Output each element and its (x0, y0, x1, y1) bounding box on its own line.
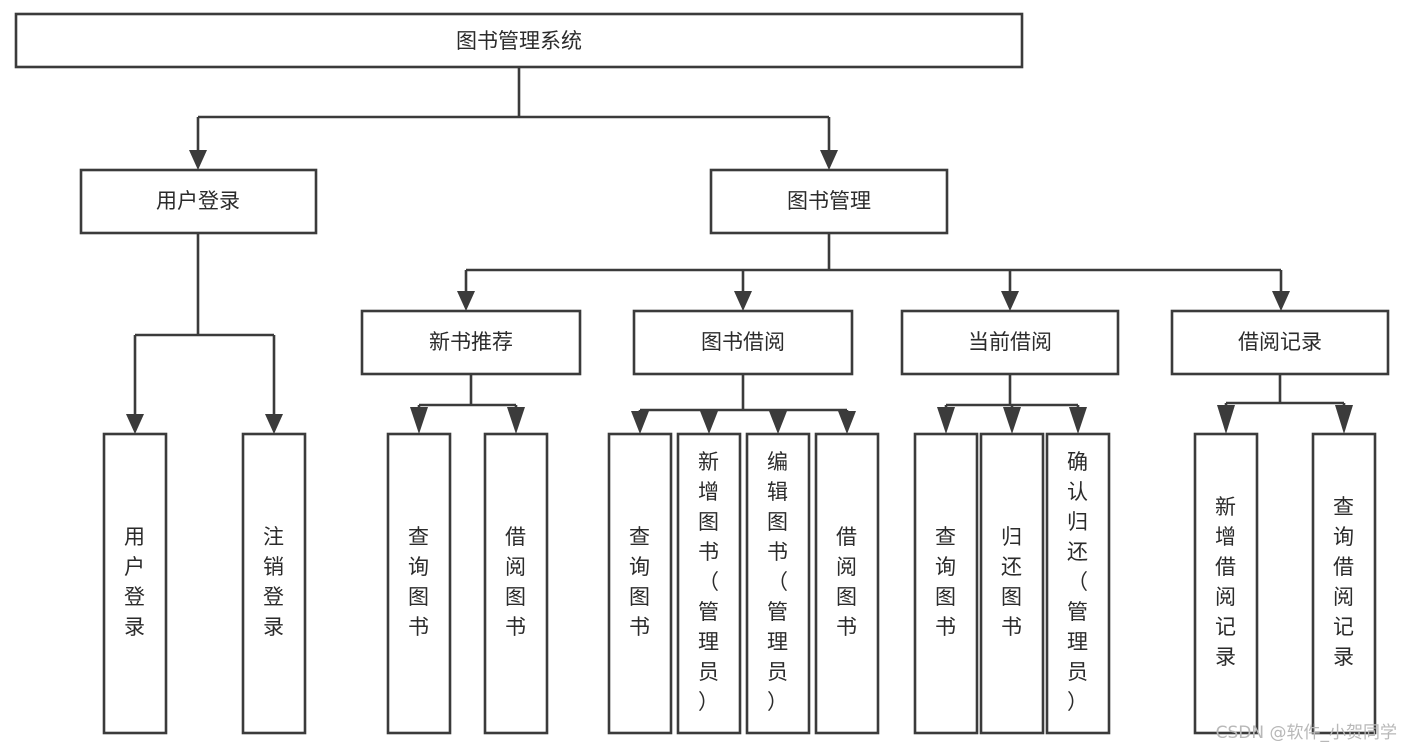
node-label: 当前借阅 (968, 330, 1052, 354)
csdn-watermark: CSDN @软件_小贺同学 (1215, 723, 1397, 743)
node-box[interactable] (241, 432, 307, 735)
arrow-head-icon (937, 407, 955, 434)
connector-group-bookmgmt-to-level3 (457, 233, 1290, 311)
node-box[interactable] (745, 432, 811, 735)
node-box[interactable] (709, 168, 949, 235)
leaf-query-book-recommend[interactable]: 查询图书 (386, 432, 452, 735)
node-label: 用户登录 (156, 189, 240, 213)
node-book-borrow[interactable]: 图书借阅 (632, 309, 854, 376)
node-box[interactable] (900, 309, 1120, 376)
node-label: 图书管理系统 (456, 29, 582, 53)
leaf-query-book-current[interactable]: 查询图书 (913, 432, 979, 735)
leaf-label: 查询图书 (629, 525, 651, 639)
arrow-head-icon (1003, 407, 1021, 434)
node-label: 新书推荐 (429, 330, 513, 354)
leaf-user-login[interactable]: 用户登录 (102, 432, 168, 735)
leaf-query-borrow-record[interactable]: 查询借阅记录 (1311, 432, 1377, 735)
arrow-head-icon (189, 150, 207, 170)
arrow-head-icon (1272, 291, 1290, 311)
arrow-head-icon (700, 411, 718, 434)
node-box[interactable] (1170, 309, 1390, 376)
node-label: 图书管理 (787, 189, 871, 213)
leaf-borrow-book[interactable]: 借阅图书 (814, 432, 880, 735)
node-box[interactable] (632, 309, 854, 376)
leaf-query-book-borrow[interactable]: 查询图书 (607, 432, 673, 735)
leaf-label: 查询借阅记录 (1333, 495, 1355, 669)
arrow-head-icon (1069, 407, 1087, 434)
connector-group-currentborrow-to-leaves (937, 374, 1087, 434)
arrow-head-icon (1001, 291, 1019, 311)
leaf-label: 用户登录 (124, 525, 146, 639)
node-book-management[interactable]: 图书管理 (709, 168, 949, 235)
leaf-add-borrow-record[interactable]: 新增借阅记录 (1193, 432, 1259, 735)
arrow-head-icon (507, 407, 525, 434)
connector-group-borrowrecords-to-leaves (1217, 374, 1353, 434)
leaf-label: 借阅图书 (836, 525, 858, 639)
arrow-head-icon (1217, 405, 1235, 434)
arrow-head-icon (1335, 405, 1353, 434)
leaf-label: 编辑图书（管理员） (767, 450, 789, 714)
node-box[interactable] (14, 12, 1024, 69)
leaf-label: 借阅图书 (505, 525, 527, 639)
arrow-head-icon (265, 414, 283, 434)
node-box[interactable] (102, 432, 168, 735)
node-box[interactable] (1311, 432, 1377, 735)
arrow-head-icon (734, 291, 752, 311)
leaf-label: 查询图书 (935, 525, 957, 639)
node-box[interactable] (814, 432, 880, 735)
leaf-add-book-admin[interactable]: 新增图书（管理员） (676, 432, 742, 735)
node-borrow-records[interactable]: 借阅记录 (1170, 309, 1390, 376)
node-box[interactable] (913, 432, 979, 735)
arrow-head-icon (410, 407, 428, 434)
node-user-login[interactable]: 用户登录 (79, 168, 318, 235)
node-box[interactable] (1045, 432, 1111, 735)
leaf-label: 确认归还（管理员） (1067, 450, 1089, 714)
leaf-borrow-book-recommend[interactable]: 借阅图书 (483, 432, 549, 735)
node-box[interactable] (607, 432, 673, 735)
leaf-label: 归还图书 (1001, 525, 1023, 639)
leaf-return-book[interactable]: 归还图书 (979, 432, 1045, 735)
leaf-edit-book-admin[interactable]: 编辑图书（管理员） (745, 432, 811, 735)
connector-group-bookborrow-to-leaves (631, 374, 856, 434)
connector-group-newbook-to-leaves (410, 374, 525, 434)
connector-group-root-to-level2 (189, 67, 838, 170)
arrow-head-icon (769, 411, 787, 434)
arrow-head-icon (820, 150, 838, 170)
node-label: 图书借阅 (701, 330, 785, 354)
node-current-borrow[interactable]: 当前借阅 (900, 309, 1120, 376)
arrow-head-icon (457, 291, 475, 311)
node-box[interactable] (979, 432, 1045, 735)
leaf-confirm-return-admin[interactable]: 确认归还（管理员） (1045, 432, 1111, 735)
node-box[interactable] (1193, 432, 1259, 735)
node-box[interactable] (360, 309, 582, 376)
node-box[interactable] (79, 168, 318, 235)
arrow-head-icon (631, 411, 649, 434)
node-root-图书管理系统[interactable]: 图书管理系统 (14, 12, 1024, 69)
node-box[interactable] (386, 432, 452, 735)
node-label: 借阅记录 (1238, 330, 1322, 354)
arrow-head-icon (838, 411, 856, 434)
connector-group-userlogin-to-leaves (126, 233, 283, 434)
node-box[interactable] (483, 432, 549, 735)
leaf-label: 注销登录 (263, 525, 285, 639)
leaf-label: 新增图书（管理员） (698, 450, 720, 714)
leaf-label: 查询图书 (408, 525, 430, 639)
arrow-head-icon (126, 414, 144, 434)
leaf-label: 新增借阅记录 (1215, 495, 1237, 669)
leaf-logout-login[interactable]: 注销登录 (241, 432, 307, 735)
node-box[interactable] (676, 432, 742, 735)
node-new-book-recommend[interactable]: 新书推荐 (360, 309, 582, 376)
